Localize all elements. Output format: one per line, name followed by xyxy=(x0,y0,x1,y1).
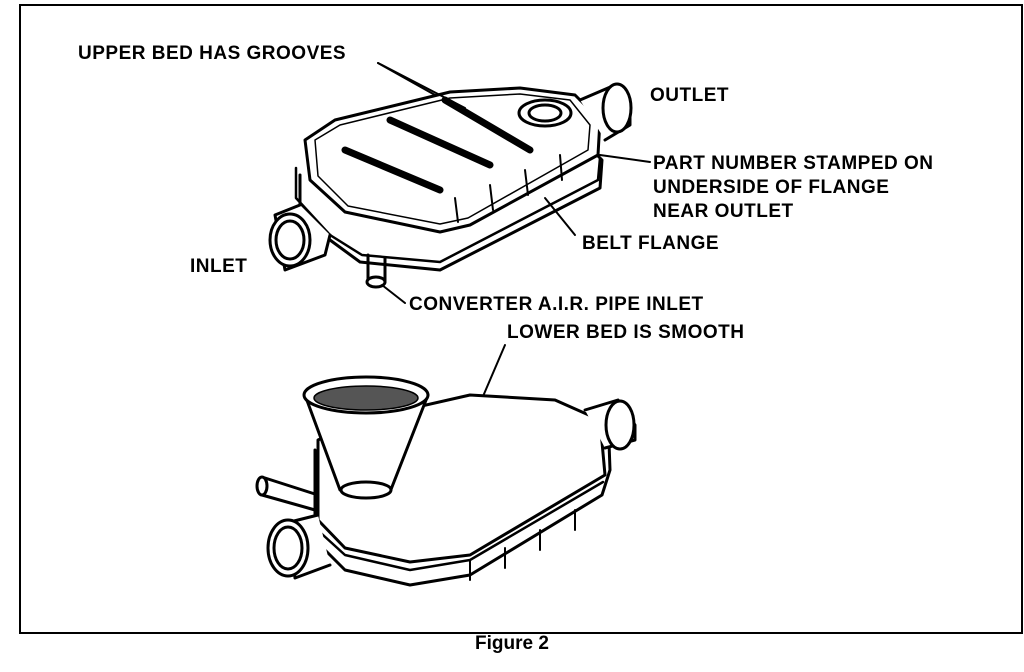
label-lower-bed: LOWER BED IS SMOOTH xyxy=(507,322,745,343)
catalyst-beads xyxy=(313,385,419,411)
upper-groove-3 xyxy=(441,96,534,154)
upper-boss xyxy=(517,98,573,128)
upper-groove-2 xyxy=(386,116,494,169)
label-belt-flange: BELT FLANGE xyxy=(582,233,720,254)
lower-air-pipe xyxy=(260,476,320,512)
upper-belt-flange xyxy=(294,156,602,264)
upper-top-housing xyxy=(303,86,602,234)
upper-groove-1 xyxy=(341,146,444,194)
label-upper-bed: UPPER BED HAS GROOVES xyxy=(78,43,347,64)
figure-caption: Figure 2 xyxy=(475,633,549,654)
figure-frame xyxy=(19,4,1023,634)
label-part-number: PART NUMBER STAMPED ON xyxy=(653,153,934,174)
label-inlet: INLET xyxy=(190,256,248,277)
label-underside: UNDERSIDE OF FLANGE xyxy=(653,177,890,198)
label-air-pipe: CONVERTER A.I.R. PIPE INLET xyxy=(409,294,704,315)
lower-belt-flange xyxy=(310,480,605,572)
lower-converter xyxy=(255,375,637,587)
upper-air-pipe xyxy=(366,253,387,284)
label-outlet: OUTLET xyxy=(650,85,729,106)
upper-converter xyxy=(268,82,633,289)
label-near-outlet: NEAR OUTLET xyxy=(653,201,794,222)
